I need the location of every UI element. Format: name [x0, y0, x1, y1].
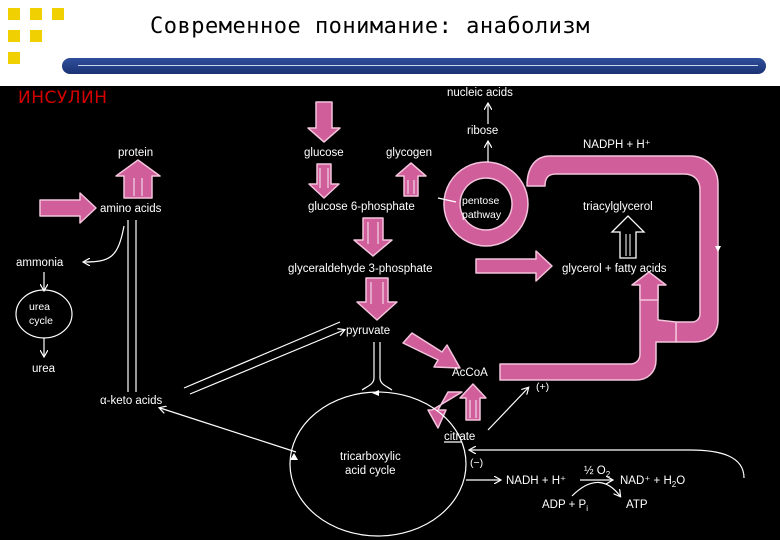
pentose-label: pentose: [462, 195, 500, 207]
tca-label-1: tricarboxylic: [340, 451, 401, 463]
pyruvate-to-tca-line-b: [379, 342, 393, 391]
insulin-to-amino-arrow: [39, 192, 97, 224]
glucose-to-g6p-arrow: [308, 163, 340, 199]
urea-cycle-label-1: urea: [29, 301, 50, 313]
ammonia-label: ammonia: [16, 257, 64, 269]
urea-label: urea: [32, 363, 56, 375]
tca-label-2: acid cycle: [345, 465, 396, 477]
nadph-loop-arrow: [526, 155, 719, 343]
slide-title: Современное понимание: анаболизм: [150, 14, 590, 39]
pentose-ring-arrow: [443, 161, 529, 247]
g6p-to-glycogen-arrow: [395, 162, 427, 197]
adp-label: ADP + Pi: [542, 499, 588, 513]
title-underline-highlight: [78, 65, 758, 66]
insulin-tag: ИНСУЛИН: [18, 88, 108, 108]
nad-h2o-label: NAD⁺ + H2O: [620, 475, 685, 489]
urea-cycle-label-2: cycle: [29, 315, 53, 327]
glycogen-label: glycogen: [386, 147, 432, 159]
into-glucose-arrow: [307, 101, 341, 143]
ribose-label: ribose: [467, 125, 498, 137]
pathway-label: pathway: [462, 209, 502, 221]
nadh-label: NADH + H⁺: [506, 475, 566, 487]
nucleic-acids-label: nucleic acids: [447, 87, 513, 99]
citrate-to-accoa-arrow: [459, 383, 487, 421]
pyruvate-to-tca-line: [361, 342, 375, 391]
logo-icon: [8, 8, 76, 66]
amino-to-protein-arrow: [115, 159, 161, 199]
amino-acids-label: amino acids: [100, 203, 162, 215]
inhibition-minus-label: (−): [470, 457, 483, 469]
inhibition-line: [470, 450, 745, 479]
g6p-to-pentose-line: [437, 197, 457, 203]
glucose-6-phosphate-label: glucose 6-phosphate: [308, 201, 415, 213]
protein-label: protein: [118, 147, 153, 159]
pyruvate-to-accoa-arrow: [402, 332, 461, 369]
ga3p-label: glyceraldehyde 3-phosphate: [288, 263, 433, 275]
atp-label: ATP: [626, 499, 648, 511]
citrate-activation-line: [487, 388, 528, 431]
pyruvate-label: pyruvate: [346, 325, 390, 337]
ga3p-to-glycerol-arrow: [475, 250, 553, 282]
nadph-label: NADPH + H⁺: [583, 139, 651, 151]
glycerol-fa-up-arrow: [631, 271, 667, 301]
accoa-label: AcCoA: [452, 367, 488, 379]
accoa-to-citrate-arrow: [427, 391, 463, 429]
glycerol-fatty-acids-label: glycerol + fatty acids: [562, 263, 667, 275]
g6p-to-ga3p-arrow: [353, 217, 393, 257]
ga3p-to-pyruvate-arrow: [356, 277, 398, 321]
keto-pyruvate-line-b: [189, 330, 344, 395]
citrate-label: citrate: [444, 431, 475, 443]
half-o2-label: ½ O2: [584, 465, 611, 479]
activation-plus-label: (+): [536, 381, 549, 393]
glucose-label: glucose: [304, 147, 344, 159]
amino-to-ammonia-line: [84, 225, 125, 262]
tca-to-keto-line: [160, 408, 297, 453]
triacylglycerol-label: triacylglycerol: [583, 201, 653, 213]
urea-cycle-ring: [15, 289, 73, 339]
keto-pyruvate-line-a: [183, 321, 341, 389]
keto-acids-label: α-keto acids: [100, 395, 163, 407]
triacylglycerol-arrow: [610, 215, 646, 259]
accoa-feed-arrow: [499, 284, 677, 381]
adp-to-atp-curve: [571, 481, 620, 496]
title-underline-bar: [62, 58, 766, 74]
